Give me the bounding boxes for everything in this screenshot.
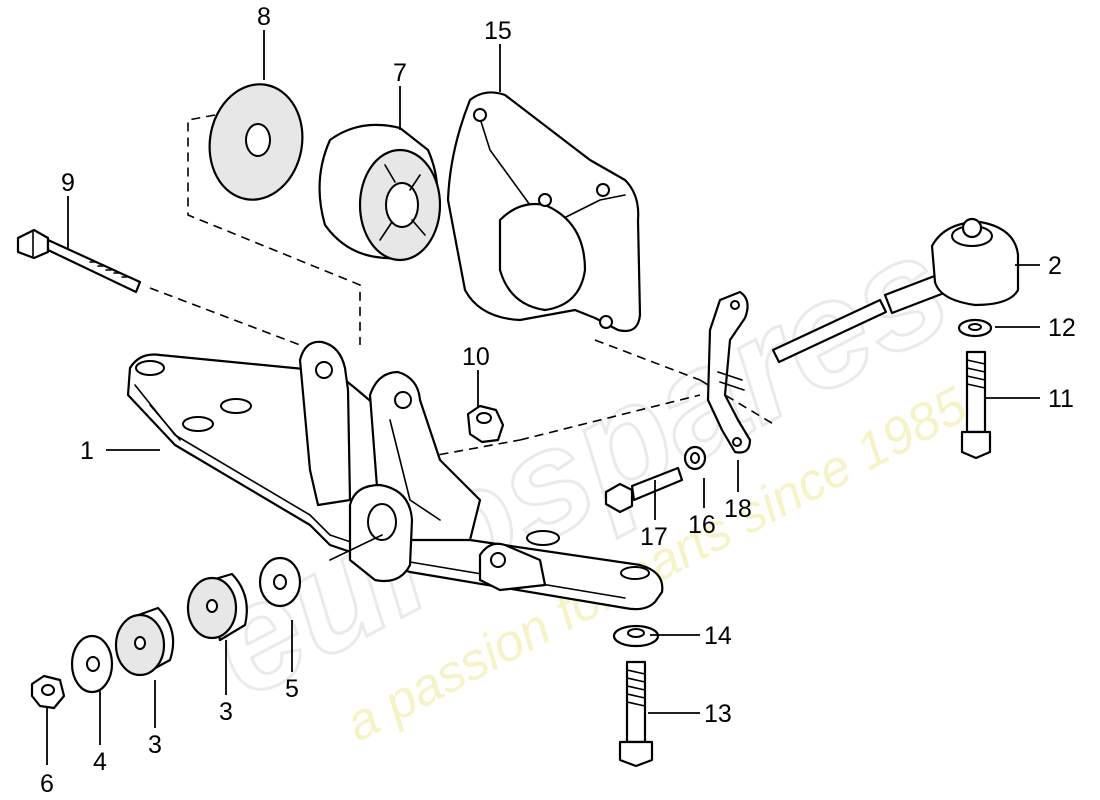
callout-13: 13 xyxy=(704,700,732,728)
rear-washer xyxy=(70,634,114,694)
callout-3-outer: 3 xyxy=(219,698,233,726)
callout-5: 5 xyxy=(285,675,299,703)
callout-11: 11 xyxy=(1048,385,1074,413)
callout-14: 14 xyxy=(704,622,732,650)
vertical-bolt-upper xyxy=(960,350,992,460)
callout-16: 16 xyxy=(688,511,716,539)
short-bolt xyxy=(604,466,684,514)
lower-washer xyxy=(612,624,660,648)
callout-9: 9 xyxy=(61,169,75,197)
crossmember-bracket xyxy=(126,340,664,611)
callout-3-inner: 3 xyxy=(148,731,162,759)
flat-washer xyxy=(683,445,707,471)
callout-15: 15 xyxy=(484,17,512,45)
tie-rod xyxy=(771,217,1020,364)
callout-labels: 1 2 3 3 4 5 6 7 8 9 10 11 12 13 14 15 16… xyxy=(40,3,1076,798)
callout-2: 2 xyxy=(1048,252,1062,280)
callout-18: 18 xyxy=(724,495,752,523)
foam-washer xyxy=(208,83,304,201)
mounting-plate xyxy=(706,290,752,454)
callout-1: 1 xyxy=(80,437,94,465)
leader-lines xyxy=(46,30,1040,765)
rubber-bushing-inner xyxy=(114,606,175,677)
vertical-bolt-lower xyxy=(618,660,654,768)
lock-nut xyxy=(30,674,66,710)
engine-mount xyxy=(318,123,442,262)
callout-12: 12 xyxy=(1048,314,1076,342)
callout-4: 4 xyxy=(93,748,107,776)
callout-6: 6 xyxy=(40,770,54,798)
callout-8: 8 xyxy=(257,3,271,31)
front-washer xyxy=(258,556,302,608)
rubber-bushing-outer xyxy=(186,572,248,642)
gearbox-mount-housing xyxy=(446,91,642,333)
upper-washer xyxy=(957,318,993,338)
long-bolt xyxy=(16,228,142,294)
callout-7: 7 xyxy=(393,59,407,87)
callout-10: 10 xyxy=(462,343,490,371)
callout-17: 17 xyxy=(640,523,668,551)
hex-nut xyxy=(466,404,505,444)
